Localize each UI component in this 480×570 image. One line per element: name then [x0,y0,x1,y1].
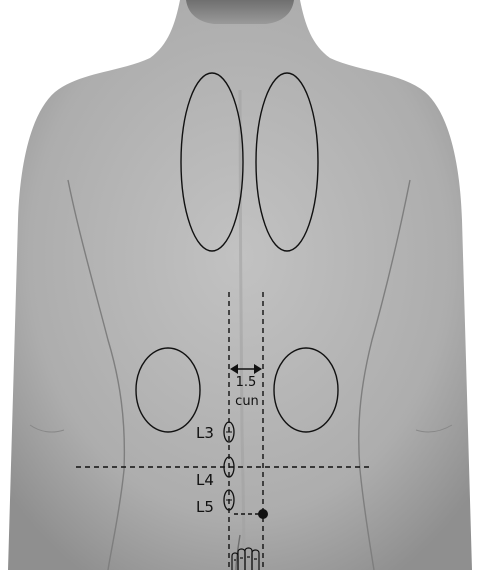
vertebra-l3-label: L3 [196,424,214,442]
vertebra-l4-label: L4 [196,471,214,489]
acupoint-marker [258,509,268,519]
hair [186,0,294,24]
vertebra-l5-label: L5 [196,498,214,516]
distance-value-label: 1.5 [236,375,257,390]
distance-unit-label: cun [235,394,259,409]
